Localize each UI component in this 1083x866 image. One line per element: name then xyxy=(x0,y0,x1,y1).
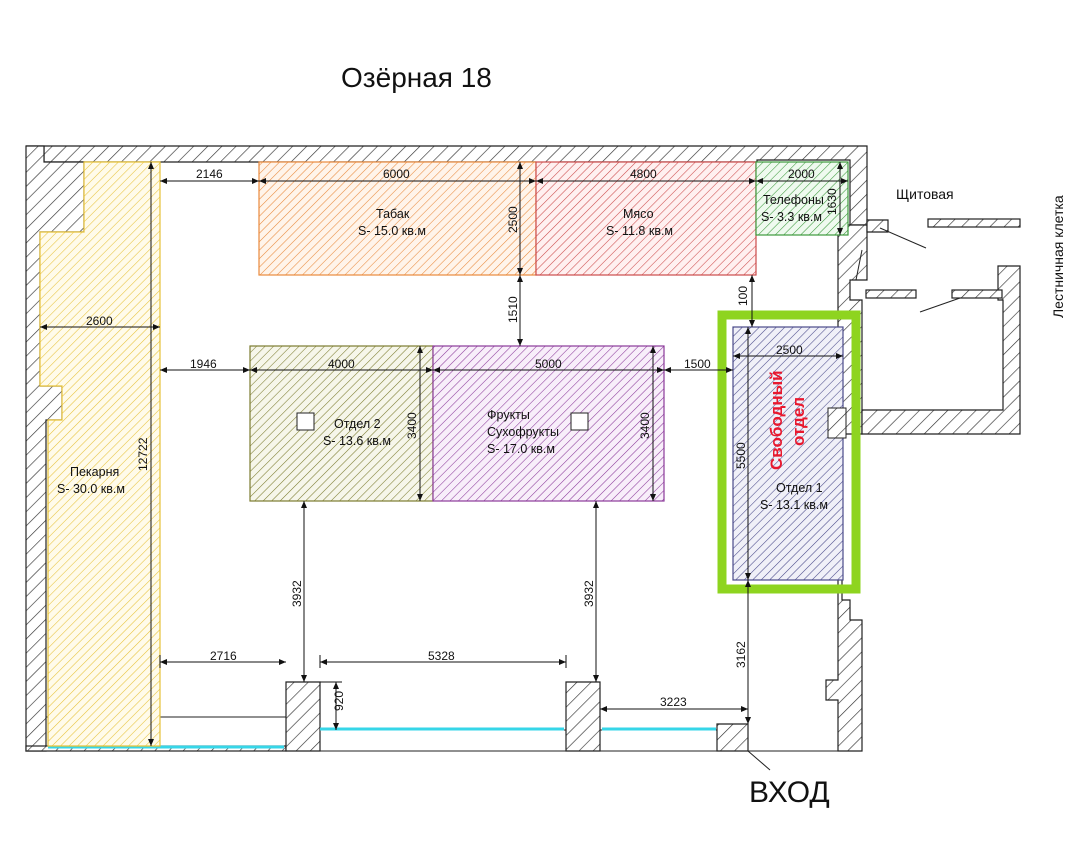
stairwell-label: Лестничная клетка xyxy=(1050,195,1066,318)
dept1-name: Отдел 1 xyxy=(776,481,823,495)
dim-3223: 3223 xyxy=(660,695,687,709)
tobacco-name: Табак xyxy=(376,207,410,221)
switchboard-label: Щитовая xyxy=(896,186,954,202)
column-marker xyxy=(570,412,589,431)
dimension-labels: 2146 6000 4800 2000 1630 2500 1510 100 2… xyxy=(86,167,839,711)
free-label-line2: отдел xyxy=(789,397,808,446)
dim-5500: 5500 xyxy=(734,442,748,469)
phones-name: Телефоны xyxy=(763,193,824,207)
free-label-line1: Свободный xyxy=(767,370,786,470)
fruits-name-line2: Сухофрукты xyxy=(487,425,559,439)
room-labels: Пекарня S- 30.0 кв.м Табак S- 15.0 кв.м … xyxy=(57,193,828,512)
dept1-area: S- 13.1 кв.м xyxy=(760,498,828,512)
dim-1630: 1630 xyxy=(825,188,839,215)
dim-920: 920 xyxy=(332,691,346,711)
fruits-name-line1: Фрукты xyxy=(487,408,530,422)
dim-2000: 2000 xyxy=(788,167,815,181)
tobacco-area: S- 15.0 кв.м xyxy=(358,224,426,238)
dept2-area: S- 13.6 кв.м xyxy=(323,434,391,448)
meat-area: S- 11.8 кв.м xyxy=(606,224,673,238)
dim-3400-left: 3400 xyxy=(405,412,419,439)
dim-2716: 2716 xyxy=(210,649,237,663)
room-phones xyxy=(755,161,849,236)
dept2-name: Отдел 2 xyxy=(334,417,381,431)
dim-3932-right: 3932 xyxy=(582,580,596,607)
entrance-label: ВХОД xyxy=(749,776,830,809)
dimension-lines xyxy=(40,162,848,746)
fruits-area: S- 17.0 кв.м xyxy=(487,442,555,456)
dim-1510: 1510 xyxy=(506,296,520,323)
glass-walls xyxy=(48,727,716,749)
dim-100: 100 xyxy=(736,286,750,306)
dim-4000: 4000 xyxy=(328,357,355,371)
dim-3162: 3162 xyxy=(734,641,748,668)
meat-name: Мясо xyxy=(623,207,654,221)
phones-area: S- 3.3 кв.м xyxy=(761,210,822,224)
dim-1500: 1500 xyxy=(684,357,711,371)
free-department-highlight xyxy=(717,310,861,594)
dim-6000: 6000 xyxy=(383,167,410,181)
dim-4800: 4800 xyxy=(630,167,657,181)
column-marker xyxy=(296,412,315,431)
dim-3932-left: 3932 xyxy=(290,580,304,607)
dim-2500-vertical: 2500 xyxy=(506,206,520,233)
bakery-name: Пекарня xyxy=(70,465,119,479)
dim-2146: 2146 xyxy=(196,167,223,181)
column-marker xyxy=(827,407,847,439)
dim-12722: 12722 xyxy=(136,437,150,471)
bakery-area: S- 30.0 кв.м xyxy=(57,482,125,496)
dim-3400-right: 3400 xyxy=(638,412,652,439)
plan-title: Озёрная 18 xyxy=(341,62,492,93)
dim-2500-horizontal: 2500 xyxy=(776,343,803,357)
dim-1946: 1946 xyxy=(190,357,217,371)
dim-5000: 5000 xyxy=(535,357,562,371)
dim-5328: 5328 xyxy=(428,649,455,663)
room-bakery xyxy=(39,161,161,747)
dim-2600: 2600 xyxy=(86,314,113,328)
room-dept1 xyxy=(732,326,844,581)
